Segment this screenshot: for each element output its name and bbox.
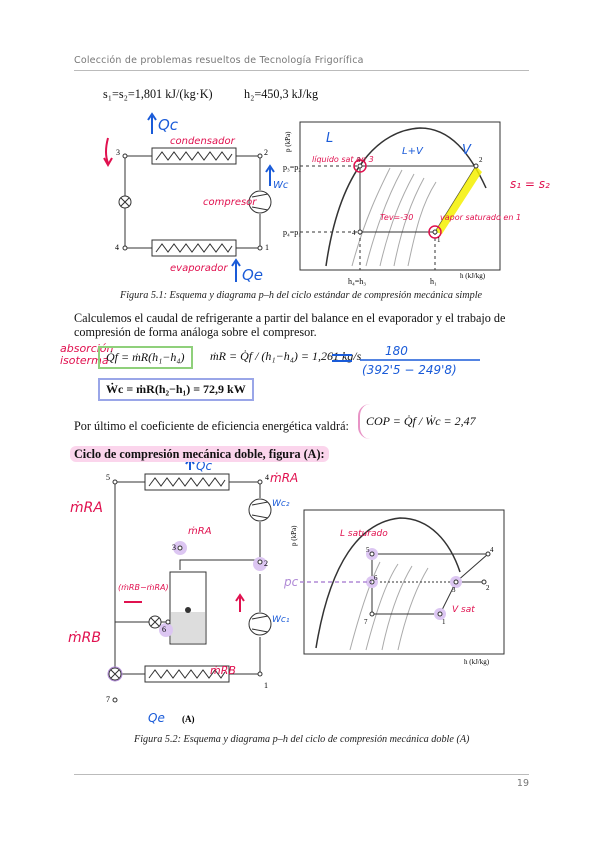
ph1-xaxis: h (kJ/kg) — [460, 272, 486, 280]
section-heading: Ciclo de compresión mecánica doble, figu… — [70, 446, 329, 462]
fig2-mRA-top: ṁRA — [270, 471, 298, 485]
ph1-liq: líquido sat en 3 — [312, 155, 374, 164]
ph2-pc: pc — [283, 575, 299, 589]
fig1-caption: Figura 5.1: Esquema y diagrama p–h del c… — [120, 290, 483, 301]
ph1-h1: h₁ — [430, 277, 437, 286]
ph2-xaxis: h (kJ/kg) — [464, 658, 490, 666]
ph1-n1: 1 — [437, 236, 441, 244]
evaporator-coil — [151, 239, 237, 257]
fig2-mdiff: (ṁRB−ṁRA) — [118, 583, 169, 592]
fig1-n4: 4 — [115, 243, 119, 252]
Wc-equation: Ẇc = ṁR(h₂−h₁) = 72,9 kW — [98, 378, 254, 401]
footer-rule — [74, 774, 529, 775]
ph1-teva: Tev=-30 — [380, 213, 413, 222]
fig2-n4: 4 — [265, 473, 269, 482]
ph2-n2: 2 — [486, 584, 490, 592]
ph1-yaxis: p (kPa) — [284, 131, 292, 152]
svg-text:180: 180 — [385, 344, 408, 358]
fig2-Qe: Qe — [148, 711, 165, 725]
ph1-seq: s₁ = s₂ — [510, 177, 550, 191]
fig2-caption: Figura 5.2: Esquema y diagrama p–h del c… — [134, 734, 470, 745]
mR-equation: ṁR = Q̇f / (h₁−h₄) = 1,261 kg/s — [210, 349, 362, 363]
fig2-n2: 2 — [264, 559, 268, 568]
fig2-n6: 6 — [162, 625, 166, 634]
ph1-n4: 4 — [352, 229, 356, 237]
ph2-n7: 7 — [364, 618, 368, 626]
paragraph-1: Calculemos el caudal de refrigerante a p… — [74, 311, 506, 339]
ph2-n4: 4 — [490, 546, 494, 554]
fig1-evap: evaporador — [170, 263, 228, 274]
fig2-evaporator — [144, 665, 230, 683]
abs-isoterma-note: absorción isoterma — [60, 342, 114, 367]
saturation-dome-1 — [325, 127, 487, 267]
ph-frame-1 — [299, 121, 501, 271]
ph1-pe: p₄=p₁ — [283, 228, 301, 237]
fig1-comp: compresor — [203, 197, 257, 208]
ph1-pc: p₃=p₂ — [283, 163, 301, 172]
fig2-Wc1: Wc₁ — [272, 615, 290, 625]
ph2-yaxis: p (kPa) — [290, 525, 298, 546]
fig1-Qe: Qe — [242, 266, 263, 284]
svg-text:(392'5 − 249'8): (392'5 − 249'8) — [362, 363, 457, 377]
fig2-Qc: Qc — [196, 462, 212, 473]
saturation-dome-2 — [315, 517, 461, 649]
running-header: Colección de problemas resueltos de Tecn… — [74, 55, 364, 66]
ph2-n1: 1 — [442, 618, 446, 626]
fig2-mRB-left: ṁRB — [68, 630, 101, 646]
ph2-n3: 3 — [452, 586, 456, 594]
paragraph-2: Por último el coeficiente de eficiencia … — [74, 419, 349, 433]
fig1-n3: 3 — [116, 148, 120, 157]
fig1-Qc: Qc — [158, 116, 179, 134]
ph2-Lsat: L saturado — [340, 529, 388, 539]
enthalpy-eq: h₂=450,3 kJ/kg — [244, 87, 319, 101]
ph1-vap: vapor saturado en 1 — [440, 213, 521, 222]
fig2-n7: 7 — [106, 695, 110, 704]
fig2-n3: 3 — [172, 543, 176, 552]
Qf-equation: Q̇f = ṁR(h₁−h₄) — [98, 346, 193, 369]
fig2-condenser — [144, 473, 230, 491]
ph1-hk: h₄=h₃ — [348, 277, 366, 286]
fig2-n1: 1 — [264, 681, 268, 690]
ph1-LV: L+V — [402, 146, 424, 157]
fig1-n2: 2 — [264, 148, 268, 157]
ph2-n5: 5 — [366, 546, 370, 554]
ph1-n3: 3 — [357, 156, 361, 164]
fig2-mRB-right: ṁRB — [210, 664, 236, 677]
page-number: 19 — [516, 778, 529, 789]
fig2-Wc2: Wc₂ — [272, 499, 290, 509]
condenser-coil — [151, 147, 237, 165]
header-rule — [74, 70, 529, 71]
figure-2: 5 4 3 2 6 1 7 Qc ṁRA ṁRA Wc₂ Wc₁ ṁRA (ṁR… — [68, 462, 505, 725]
mR-handwritten: 180 (392'5 − 249'8) — [332, 344, 480, 377]
COP-equation: COP = Q̇f / Ẇc = 2,47 — [358, 404, 482, 439]
ph1-n2: 2 — [479, 156, 483, 164]
fig2-label-A: (A) — [182, 714, 195, 724]
ph1-V: V — [462, 143, 472, 158]
fig1-Wc: Wc — [273, 180, 289, 191]
fig1-cond: condensador — [170, 136, 236, 147]
fig1-n1: 1 — [265, 243, 269, 252]
fig2-mRA-mid: ṁRA — [188, 526, 212, 537]
figure-1: 3 2 1 4 Qc condensador evaporador Qe com… — [103, 112, 550, 286]
fig2-mRA-left: ṁRA — [70, 500, 103, 516]
ph1-L: L — [326, 131, 333, 146]
fig2-n5: 5 — [106, 473, 110, 482]
ph2-n6: 6 — [374, 574, 378, 582]
ph2-Vsat: V sat — [452, 605, 475, 615]
entropy-eq: s₁=s₂=1,801 kJ/(kg·K) — [103, 87, 213, 101]
